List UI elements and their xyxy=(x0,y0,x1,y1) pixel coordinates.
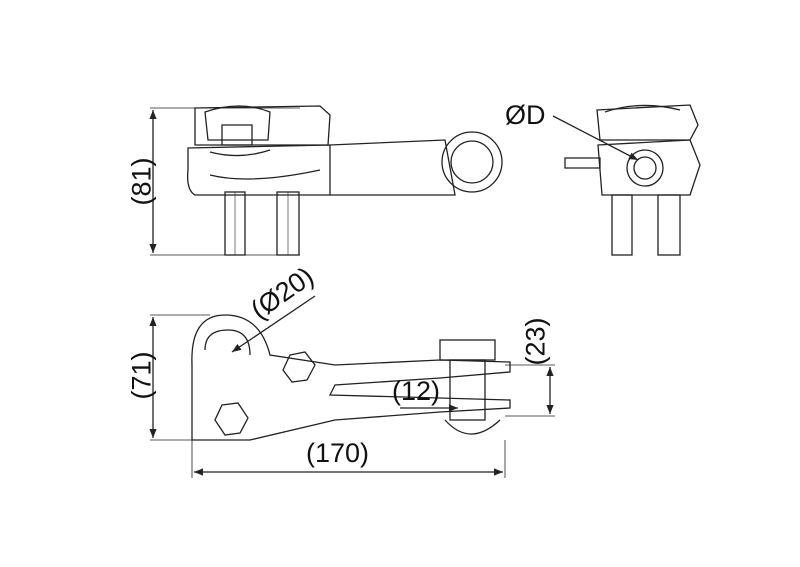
side-view xyxy=(149,105,503,256)
top-view xyxy=(149,295,555,478)
diameter-leader xyxy=(552,115,639,161)
height-81-label: (81) xyxy=(126,157,157,206)
gap-12-label: (12) xyxy=(392,376,441,406)
height-71-label: (71) xyxy=(126,351,157,400)
length-170-label: (170) xyxy=(306,438,370,468)
opening-23-label: (23) xyxy=(520,317,551,366)
diameter-d-label: ØD xyxy=(505,100,546,130)
diameter-20-leader xyxy=(231,295,316,353)
end-view xyxy=(552,104,701,256)
